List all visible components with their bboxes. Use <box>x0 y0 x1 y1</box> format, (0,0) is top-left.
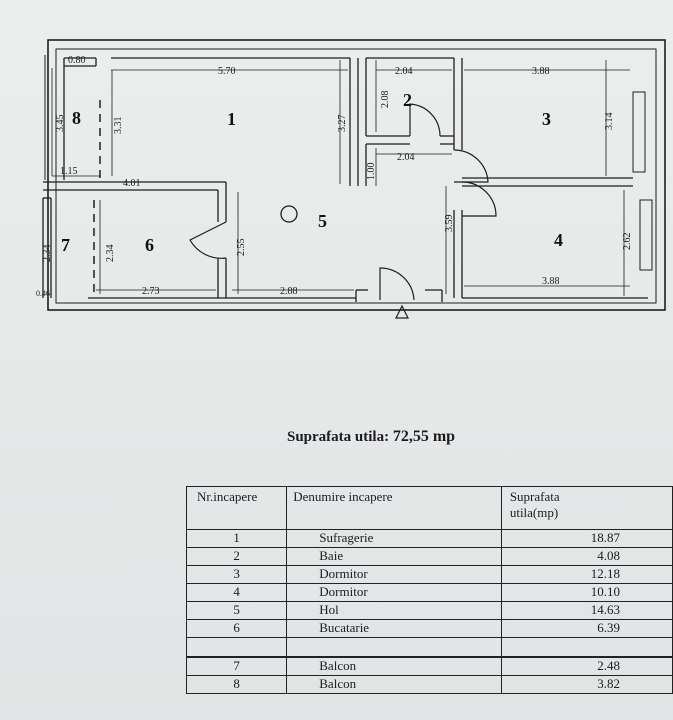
total-area-value: 72,55 mp <box>392 428 456 445</box>
cell-area: 10.10 <box>500 583 673 602</box>
cell-area: 18.87 <box>500 529 673 548</box>
dim-room6-width-top: 4.01 <box>123 178 141 189</box>
room-number-5: 5 <box>318 211 327 231</box>
total-area-label: Suprafata utila: <box>287 429 390 445</box>
room-number-6: 6 <box>145 235 154 255</box>
dimension-lines <box>51 60 630 296</box>
dim-room5-height: 2.55 <box>236 239 247 257</box>
dim-room2-width-bottom: 2.04 <box>397 152 415 163</box>
dim-room2-height: 2.08 <box>380 91 391 109</box>
dim-room2-door: 1.00 <box>366 163 377 181</box>
header-name: Denumire incapere <box>286 486 502 530</box>
cell-nr: 7 <box>185 656 288 676</box>
rooms-table: Nr.incapere Denumire incapere Suprafata … <box>185 486 673 694</box>
entrance-arrow-icon <box>395 304 409 319</box>
room-number-7: 7 <box>61 235 70 255</box>
cell-area: 6.39 <box>500 619 673 638</box>
dim-room4-width: 3.88 <box>542 276 560 287</box>
dim-room7-width: 0.46 <box>36 289 50 298</box>
cell-nr: 1 <box>185 529 288 548</box>
dashed-lines <box>93 100 101 294</box>
cell-area: 12.18 <box>500 565 673 584</box>
dim-room1-height: 3.27 <box>337 115 348 133</box>
header-area: Suprafata utila(mp) <box>500 486 673 530</box>
dim-hall-height: 3.59 <box>444 215 455 233</box>
table-row: 7 Balcon 2.48 <box>185 656 673 676</box>
dim-room1-width: 5.70 <box>218 66 236 77</box>
cell-nr: 4 <box>185 583 288 602</box>
header-area-line1: Suprafata <box>509 489 560 504</box>
table-spacer-row <box>185 637 673 658</box>
cell-nr: 2 <box>185 547 288 566</box>
column-icon <box>280 205 298 223</box>
outer-walls <box>42 39 666 311</box>
cell-name: Bucatarie <box>286 619 502 638</box>
interior-walls <box>42 57 648 302</box>
cell-name: Sufragerie <box>286 529 502 548</box>
dimension-labels: 5.70 3.27 3.31 2.04 2.08 2.04 1.00 3.88 … <box>36 55 633 298</box>
table-row: 4 Dormitor 10.10 <box>185 583 673 602</box>
table-row: 1 Sufragerie 18.87 <box>185 529 673 548</box>
cell-name: Dormitor <box>286 583 502 602</box>
dim-room3-width: 3.88 <box>532 66 550 77</box>
table-row: 8 Balcon 3.82 <box>185 675 673 694</box>
cell-area: 3.82 <box>500 675 673 694</box>
dim-room2-width: 2.04 <box>395 66 413 77</box>
table-row: 6 Bucatarie 6.39 <box>185 619 673 638</box>
header-nr: Nr.incapere <box>185 486 288 530</box>
table-header-row: Nr.incapere Denumire incapere Suprafata … <box>185 486 673 530</box>
room-number-3: 3 <box>542 109 551 129</box>
dim-room8-width: 0.80 <box>68 55 86 66</box>
table-row: 5 Hol 14.63 <box>185 601 673 620</box>
cell-name: Baie <box>286 547 502 566</box>
dim-room8-height: 3.45 <box>55 115 66 133</box>
cell-name: Balcon <box>286 656 502 676</box>
cell-nr: 6 <box>185 619 288 638</box>
cell-nr: 5 <box>185 601 288 620</box>
cell-name: Dormitor <box>286 565 502 584</box>
room-number-8: 8 <box>72 108 81 128</box>
dim-room4-height: 2.62 <box>622 233 633 251</box>
room-number-1: 1 <box>227 109 236 129</box>
dim-room5-width: 2.88 <box>280 286 298 297</box>
room-numbers: 1 2 3 4 5 6 7 8 <box>61 90 563 255</box>
cell-nr: 3 <box>185 565 288 584</box>
table-row: 3 Dormitor 12.18 <box>185 565 673 584</box>
room-number-2: 2 <box>403 90 412 110</box>
table-row: 2 Baie 4.08 <box>185 547 673 566</box>
cell-area: 2.48 <box>500 656 673 676</box>
dim-room6-width-bottom: 2.73 <box>142 286 160 297</box>
doors <box>189 103 497 319</box>
cell-nr: 8 <box>185 675 288 694</box>
dim-room3-height: 3.14 <box>604 113 615 131</box>
dim-room8-width-bottom: 1.15 <box>60 166 78 177</box>
cell-area: 14.63 <box>500 601 673 620</box>
cell-name: Hol <box>286 601 502 620</box>
floor-plan: 5.70 3.27 3.31 2.04 2.08 2.04 1.00 3.88 … <box>36 39 666 319</box>
dim-room7-height: 2.34 <box>42 245 53 263</box>
cell-area: 4.08 <box>500 547 673 566</box>
header-area-line2: utila(mp) <box>509 505 559 520</box>
room-number-4: 4 <box>554 230 563 250</box>
dim-room6-height: 2.34 <box>105 245 116 263</box>
total-area-summary: Suprafata utila: 72,55 mp <box>287 428 455 446</box>
cell-name: Balcon <box>286 675 502 694</box>
dim-room1-height-left: 3.31 <box>113 117 124 135</box>
